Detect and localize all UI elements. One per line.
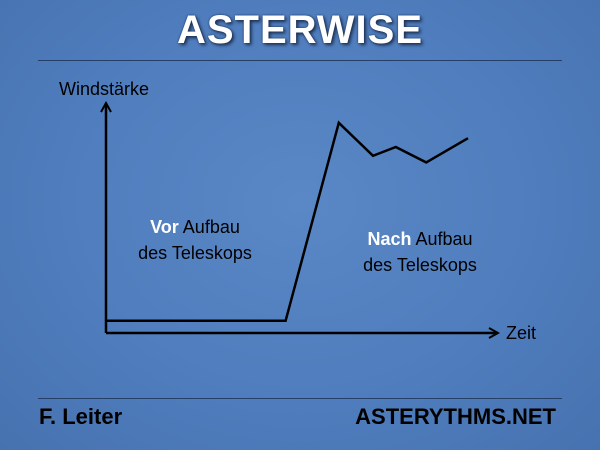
annotation-before-highlight: Vor [150, 217, 179, 237]
annotation-after-highlight: Nach [367, 229, 412, 249]
annotation-after-line2: des Teleskops [363, 255, 477, 275]
annotation-before-line2: des Teleskops [138, 243, 252, 263]
annotation-before-line1: Aufbau [178, 217, 240, 237]
x-axis-label: Zeit [506, 323, 536, 343]
page-title: ASTERWISE [176, 8, 424, 52]
annotation-after-line1: Aufbau [411, 229, 473, 249]
title-divider [38, 60, 562, 61]
series-line-0 [107, 120, 469, 323]
y-axis-label: Windstärke [59, 79, 149, 99]
series-layer [107, 120, 469, 323]
footer-author: F. Leiter [39, 404, 123, 429]
footer-divider [38, 398, 562, 399]
annotation-before: Vor Aufbau des Teleskops [110, 214, 280, 266]
annotation-after: Nach Aufbau des Teleskops [335, 226, 505, 278]
footer-site: ASTERYTHMS.NET [355, 404, 556, 429]
